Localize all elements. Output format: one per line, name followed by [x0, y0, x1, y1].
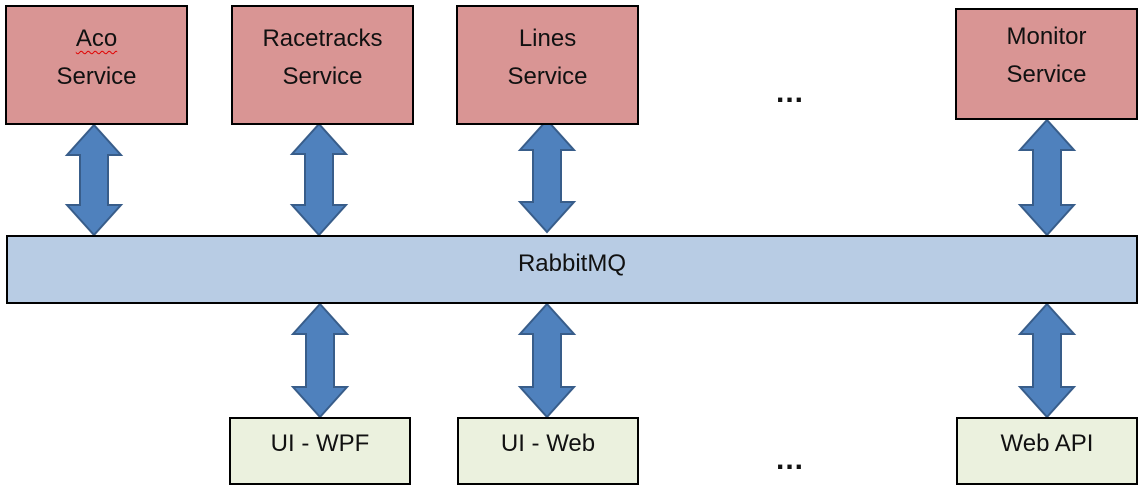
aco-service-box: Aco Service	[5, 5, 188, 125]
rabbitmq-bus: RabbitMQ	[6, 235, 1138, 304]
racetracks-service-subtitle: Service	[282, 63, 363, 90]
ellipsis-bottom: ...	[776, 443, 805, 476]
rabbitmq-label: RabbitMQ	[517, 250, 627, 277]
rabbitmq-web-api-arrow	[1017, 302, 1077, 419]
lines-service-subtitle: Service	[507, 63, 588, 90]
lines-rabbitmq-arrow	[517, 118, 577, 234]
ui-web-box: UI - Web	[457, 417, 639, 485]
ui-wpf-label: UI - WPF	[270, 430, 370, 457]
racetracks-rabbitmq-arrow	[289, 122, 349, 237]
aco-service-title: Aco	[75, 25, 118, 52]
lines-service-title: Lines	[518, 25, 577, 52]
web-api-label: Web API	[1000, 430, 1094, 457]
web-api-box: Web API	[956, 417, 1138, 485]
aco-rabbitmq-arrow	[64, 123, 124, 237]
rabbitmq-ui-wpf-arrow	[290, 302, 350, 419]
racetracks-service-title: Racetracks	[262, 25, 383, 52]
monitor-rabbitmq-arrow	[1017, 118, 1077, 237]
monitor-service-title: Monitor	[1006, 23, 1087, 50]
monitor-service-box: Monitor Service	[955, 8, 1138, 120]
ui-wpf-box: UI - WPF	[229, 417, 411, 485]
ui-web-label: UI - Web	[500, 430, 596, 457]
aco-service-subtitle: Service	[56, 63, 137, 90]
monitor-service-subtitle: Service	[1006, 61, 1087, 88]
rabbitmq-ui-web-arrow	[517, 302, 577, 419]
lines-service-box: Lines Service	[456, 5, 639, 125]
ellipsis-top: ...	[776, 76, 805, 109]
racetracks-service-box: Racetracks Service	[231, 5, 414, 125]
